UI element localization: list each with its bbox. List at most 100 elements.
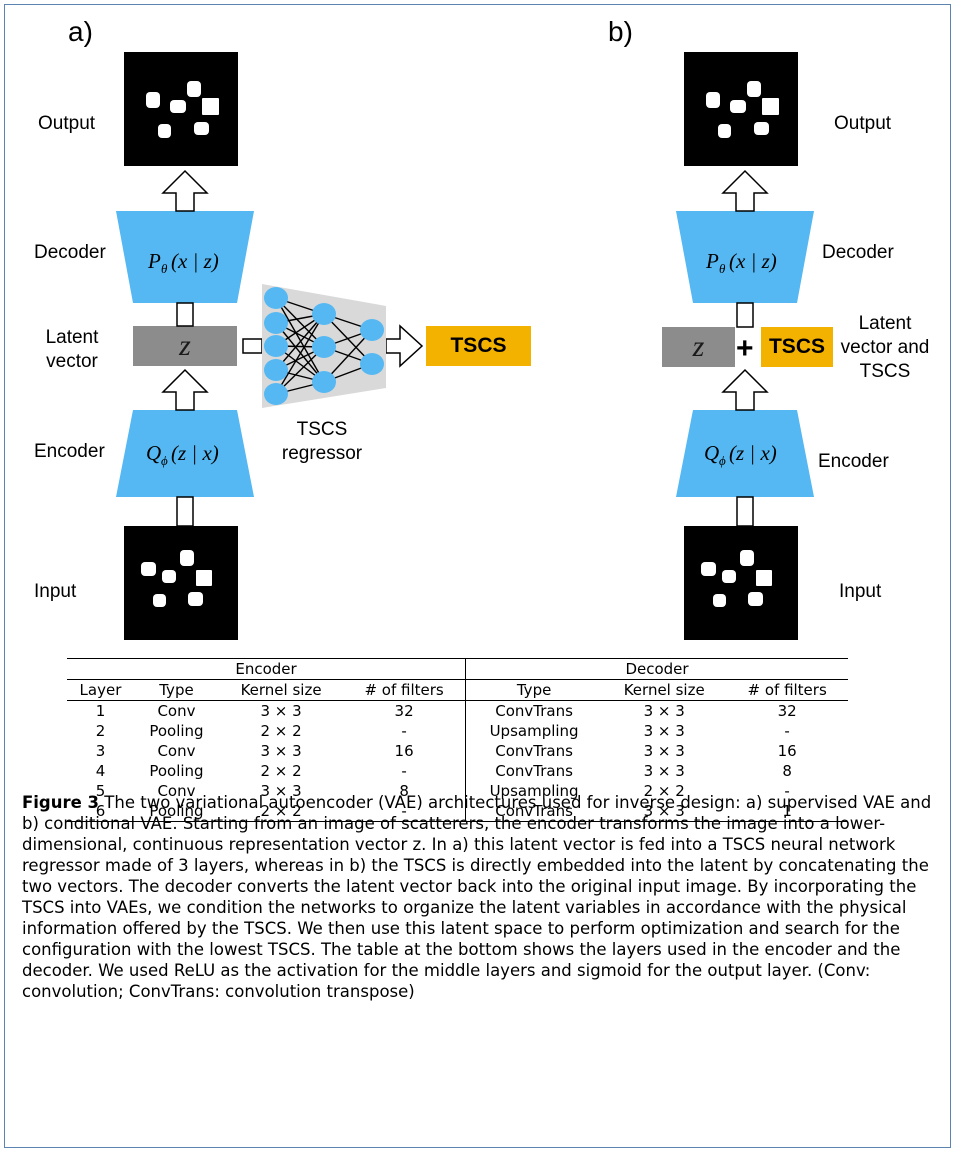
label-input-a: Input xyxy=(34,581,77,602)
latent-box-a: z xyxy=(133,326,237,366)
table-cell: 2 × 2 xyxy=(643,782,685,800)
table-cell: Pooling xyxy=(149,722,204,740)
arrow-up-a3 xyxy=(161,368,209,411)
table-cell: ConvTrans xyxy=(465,761,603,781)
table-cell: 6 xyxy=(67,801,134,822)
label-encoder-a: Encoder xyxy=(34,441,105,462)
table-cell: 16 xyxy=(394,742,414,760)
svg-text:(x | z): (x | z) xyxy=(729,249,777,273)
decoder-formula-a: P xyxy=(147,249,161,273)
label-output-b: Output xyxy=(834,113,892,134)
input-image-b xyxy=(684,526,798,640)
col-header: Layer xyxy=(67,679,134,701)
decoder-trapezoid-a xyxy=(116,211,254,303)
arrows xyxy=(161,169,769,527)
output-image-b xyxy=(684,52,798,166)
caption-text: The two variational autoencoder (VAE) ar… xyxy=(22,793,932,1001)
caption-label: Figure 3 xyxy=(22,793,100,812)
output-image-a xyxy=(124,52,238,166)
table-cell: - xyxy=(343,801,466,822)
label-latent-a-2: vector xyxy=(46,351,98,372)
label-latent-b-3: TSCS xyxy=(859,361,911,382)
table-cell: Upsampling xyxy=(465,721,603,741)
table-cell: 32 xyxy=(394,702,414,720)
table-cell: 1 xyxy=(95,702,106,720)
table-cell: - xyxy=(784,782,790,800)
table-cell: Pooling xyxy=(133,801,219,822)
table-cell: 3 × 3 xyxy=(643,762,685,780)
table-cell: - xyxy=(401,762,407,780)
table-cell: Upsampling xyxy=(465,781,603,801)
table-cell: 3 xyxy=(95,742,106,760)
table-cell: 3 × 3 xyxy=(260,782,302,800)
table-row: 1 Conv 3 × 3 32 ConvTrans 3 × 3 32 xyxy=(67,700,848,721)
table-cell: 4 xyxy=(95,762,106,780)
table-cell: ConvTrans xyxy=(465,741,603,761)
table-cell: 3 × 3 xyxy=(643,742,685,760)
table-cell: 32 xyxy=(777,702,797,720)
svg-text:θ: θ xyxy=(719,261,726,276)
col-header: Kernel size xyxy=(219,679,344,701)
table-cell: 5 xyxy=(95,782,106,800)
panel-a-tag: a) xyxy=(68,16,93,47)
svg-text:θ: θ xyxy=(161,261,168,276)
arrow-right-a6 xyxy=(385,324,424,368)
col-header: # of filters xyxy=(343,679,466,701)
arrow-right-a5 xyxy=(242,338,263,354)
label-decoder-a: Decoder xyxy=(34,242,106,263)
arrow-up-a4 xyxy=(176,496,194,527)
table-row: 5 Conv 3 × 3 8 Upsampling 2 × 2 - xyxy=(67,781,848,801)
table-cell: 2 × 2 xyxy=(260,722,302,740)
label-latent-a-1: Latent xyxy=(45,327,99,348)
table-cell: 2 xyxy=(95,722,106,740)
table-cell: 3 × 3 xyxy=(260,702,302,720)
figure-frame xyxy=(4,4,951,1148)
svg-text:(z | x): (z | x) xyxy=(171,441,219,465)
col-header: Kernel size xyxy=(602,679,727,701)
col-header: Type xyxy=(133,679,219,701)
label-decoder-b: Decoder xyxy=(822,242,894,263)
table-cell: Pooling xyxy=(149,762,204,780)
tscs-box-b: TSCS xyxy=(761,327,833,367)
arrow-up-b2 xyxy=(736,302,754,328)
table-cell: Conv xyxy=(157,702,196,720)
latent-box-b: z xyxy=(662,327,735,367)
table-row: 3 Conv 3 × 3 16 ConvTrans 3 × 3 16 xyxy=(67,741,848,761)
table-cell: 16 xyxy=(777,742,797,760)
svg-text:ϕ: ϕ xyxy=(719,453,726,468)
table-cell: ConvTrans xyxy=(465,801,603,822)
decoder-formula-b: P xyxy=(705,249,719,273)
table-cell: 3 × 3 xyxy=(643,702,685,720)
regressor-neurons xyxy=(264,287,384,405)
encoder-formula-a: Q xyxy=(146,441,161,465)
input-image-a xyxy=(124,526,238,640)
tscs-regressor xyxy=(262,284,386,408)
svg-text:ϕ: ϕ xyxy=(161,453,168,468)
table-cell: 1 xyxy=(726,801,848,822)
col-header: Type xyxy=(465,679,603,701)
label-input-b: Input xyxy=(839,581,882,602)
architecture-table: Encoder Decoder Layer Type Kernel size #… xyxy=(67,658,848,822)
table-cell: Conv xyxy=(157,782,196,800)
table-cell: Conv xyxy=(157,742,196,760)
arrow-up-b1 xyxy=(721,169,769,212)
table-group-encoder: Encoder xyxy=(67,658,466,680)
table-cell: 2 × 2 xyxy=(219,801,344,822)
label-latent-b-2: vector and xyxy=(840,337,930,358)
svg-text:(x | z): (x | z) xyxy=(171,249,219,273)
encoder-trapezoid-a xyxy=(116,410,254,497)
table-cell: 8 xyxy=(782,762,792,780)
plus-sign: + xyxy=(736,332,754,365)
regressor-label-2: regressor xyxy=(281,443,363,464)
panel-b-tag: b) xyxy=(608,16,633,47)
encoder-formula-b: Q xyxy=(704,441,719,465)
regressor-label-1: TSCS xyxy=(296,419,348,440)
table-group-decoder: Decoder xyxy=(465,658,848,680)
table-cell: 3 × 3 xyxy=(260,742,302,760)
tscs-box-a: TSCS xyxy=(426,326,531,366)
arrow-up-b3 xyxy=(721,368,769,411)
table-cell: ConvTrans xyxy=(465,700,603,721)
table-cell: 8 xyxy=(399,782,409,800)
